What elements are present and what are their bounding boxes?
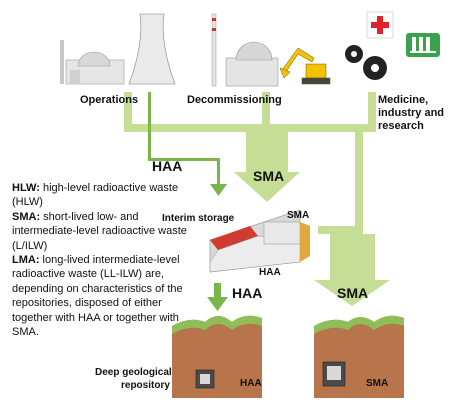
- decommissioning-facility: [211, 13, 331, 87]
- haa-lower-arrow-head: [207, 297, 228, 311]
- legend-item: LMA: long-lived intermediate-level radio…: [12, 253, 202, 339]
- waste-container-icon: [322, 361, 346, 387]
- sma-flow-band: [124, 92, 390, 306]
- interim-storage-haa-label: HAA: [259, 267, 281, 278]
- cooling-tower-icon: [128, 13, 176, 85]
- legend-text-lma: long-lived intermediate-level radioactiv…: [12, 254, 183, 339]
- repository-haa: [172, 315, 262, 398]
- operations-facility: [60, 13, 176, 85]
- flow-label-haa-upper: HAA: [152, 158, 183, 174]
- interim-storage-sma-label: SMA: [287, 210, 310, 221]
- legend-abbr-hlw: HLW:: [12, 182, 40, 194]
- legend-text-sma: short-lived low- and intermediate-level …: [12, 210, 187, 252]
- label-medicine-line2: industry and: [378, 107, 445, 119]
- label-medicine-line3: research: [378, 120, 424, 132]
- interim-storage-title: Interim storage: [162, 213, 235, 224]
- repository-sma-label: SMA: [366, 378, 389, 389]
- repository-title-line2: repository: [121, 380, 170, 391]
- legend: HLW: high-level radioactive waste (HLW) …: [12, 181, 202, 339]
- label-decommissioning: Decommissioning: [187, 94, 282, 106]
- repository-sma: [314, 315, 404, 398]
- flow-label-haa-lower: HAA: [232, 285, 263, 301]
- waste-container-icon: [195, 369, 215, 389]
- legend-item: SMA: short-lived low- and intermediate-l…: [12, 210, 202, 253]
- interim-storage-building-icon: [209, 209, 310, 273]
- haa-lower-arrow-shaft: [214, 283, 221, 298]
- reactor-dome-icon: [225, 41, 279, 87]
- repository-haa-label: HAA: [240, 378, 262, 389]
- stack-icon: [211, 13, 217, 87]
- repository-title-line1: Deep geological: [95, 367, 172, 378]
- gears-icon: [345, 45, 387, 80]
- flow-label-sma-lower: SMA: [337, 285, 369, 301]
- label-operations: Operations: [80, 94, 139, 106]
- laboratory-icon: [406, 33, 440, 57]
- legend-abbr-sma: SMA:: [12, 210, 41, 223]
- excavator-icon: [279, 47, 331, 85]
- legend-text-hlw: high-level radioactive waste (HLW): [12, 182, 179, 209]
- legend-abbr-lma: LMA:: [12, 254, 40, 267]
- flow-label-sma-upper: SMA: [253, 168, 285, 184]
- label-medicine-line1: Medicine,: [378, 94, 429, 106]
- medical-cross-icon: [366, 11, 394, 39]
- haa-flow-arrows: [148, 92, 228, 311]
- reactor-dome-icon: [60, 40, 125, 85]
- legend-item: HLW: high-level radioactive waste (HLW): [12, 181, 202, 210]
